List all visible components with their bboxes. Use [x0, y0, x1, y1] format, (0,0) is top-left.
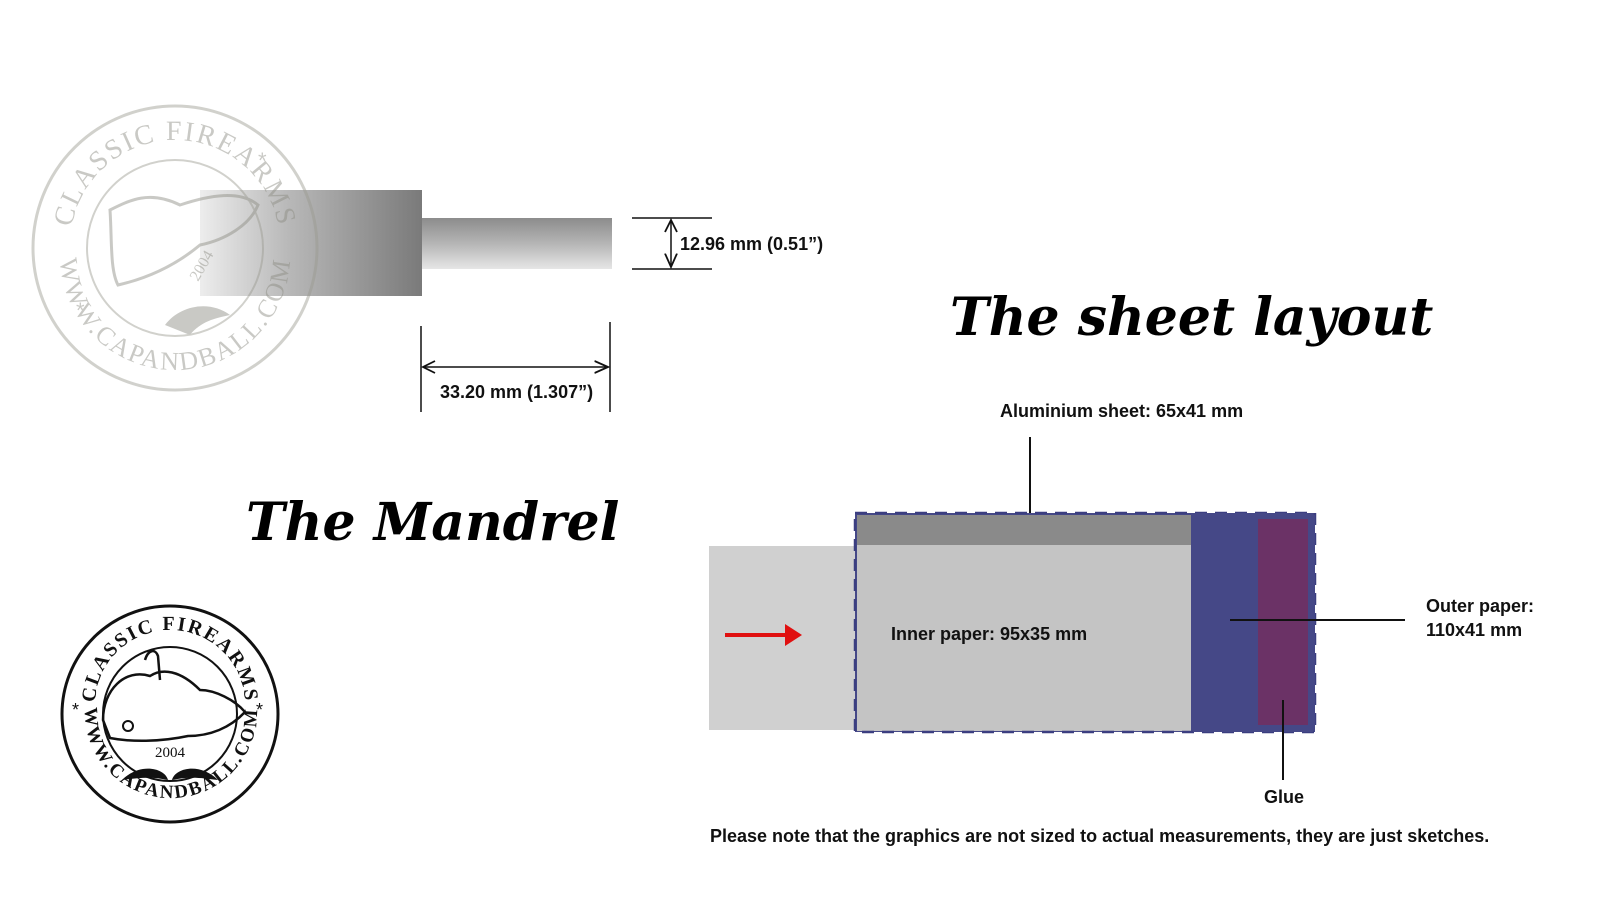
length-dimension: 33.20 mm (1.307”) — [420, 322, 611, 412]
glue-label: Glue — [1264, 787, 1304, 807]
mandrel-base — [200, 190, 422, 296]
aluminium-sheet — [857, 515, 1191, 545]
glue-strip — [1258, 519, 1308, 725]
mandrel-drawing — [200, 190, 612, 296]
outer-paper-label-line1: Outer paper: — [1426, 596, 1534, 616]
length-label: 33.20 mm (1.307”) — [440, 382, 593, 402]
classic-firearms-logo: CLASSIC FIREARMS WWW.CAPANDBALL.COM * * … — [60, 604, 280, 824]
inner-paper — [857, 544, 1191, 731]
aluminium-label: Aluminium sheet: 65x41 mm — [1000, 401, 1243, 421]
inner-paper-label: Inner paper: 95x35 mm — [891, 624, 1087, 644]
sheet-layout-drawing — [709, 511, 1317, 734]
disclaimer-note: Please note that the graphics are not si… — [710, 826, 1489, 846]
svg-text:*: * — [258, 148, 267, 173]
outer-paper-label-line2: 110x41 mm — [1426, 620, 1522, 640]
diameter-label: 12.96 mm (0.51”) — [680, 234, 823, 254]
mandrel-stub — [709, 546, 857, 730]
svg-text:*: * — [76, 298, 85, 323]
sheet-layout-title: The sheet layout — [950, 287, 1433, 348]
mandrel-title: The Mandrel — [246, 492, 619, 553]
svg-text:*: * — [72, 700, 79, 720]
diameter-dimension: 12.96 mm (0.51”) — [632, 217, 823, 270]
red-arrow-right-icon — [725, 624, 802, 646]
svg-text:*: * — [256, 700, 263, 720]
logo-year: 2004 — [155, 745, 186, 761]
mandrel-rod — [422, 218, 612, 269]
